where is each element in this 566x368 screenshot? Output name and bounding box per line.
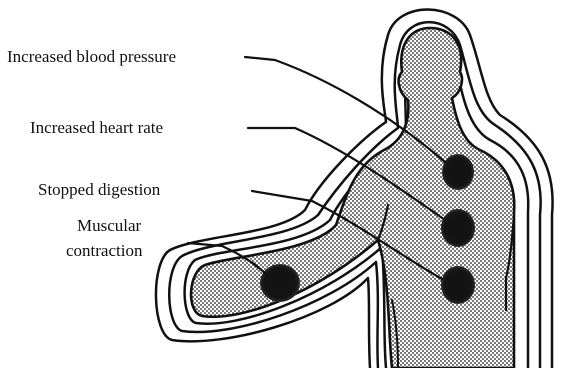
label-blood-pressure: Increased blood pressure [7, 47, 176, 66]
spot-heart-rate [441, 209, 475, 247]
label-heart-rate: Increased heart rate [30, 118, 163, 137]
body-silhouette [191, 28, 514, 368]
spot-digestion [441, 266, 475, 304]
spot-muscular [260, 264, 300, 302]
text-labels: Increased blood pressure Increased heart… [7, 47, 176, 260]
spot-blood-pressure [442, 154, 474, 190]
label-muscular-line2: contraction [66, 241, 143, 260]
label-digestion: Stopped digestion [38, 180, 161, 199]
label-muscular-line1: Muscular [77, 216, 142, 235]
